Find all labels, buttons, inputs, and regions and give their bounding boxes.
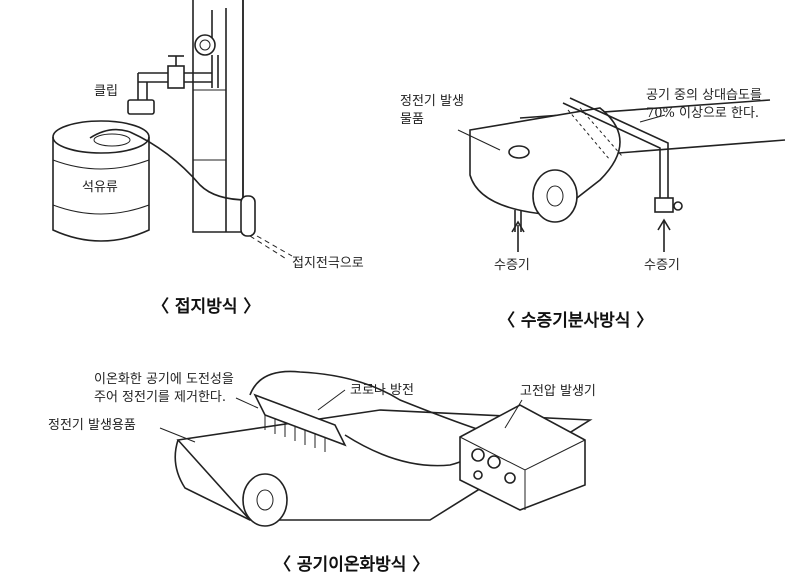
- ionizer-note-line2: 주어 정전기를 제거한다.: [94, 390, 226, 405]
- ionizer-note-line1: 이온화한 공기에 도전성을: [94, 372, 234, 387]
- clip-label: 클립: [94, 84, 118, 99]
- spray-pipe: [562, 97, 669, 200]
- steam-caption: 〈 수증기분사방식 〉: [498, 311, 654, 331]
- hv-cable: [249, 370, 481, 431]
- ground-terminal: [240, 195, 256, 237]
- ionizer-illustration: [159, 370, 593, 527]
- ionizer-caption: 〈 공기이온화방식 〉: [274, 555, 430, 575]
- earth-lead: [249, 235, 289, 261]
- drum-top: [52, 120, 150, 154]
- pressure-gauge-icon: [194, 34, 216, 56]
- clip: [89, 128, 131, 139]
- hv-generator-box: [459, 404, 586, 511]
- steam-nozzle: [654, 197, 674, 213]
- steam-left-label: 수증기: [494, 258, 530, 273]
- ionizer-roll: [242, 473, 288, 527]
- humidity-note-line2: 70% 이상으로 한다.: [646, 106, 760, 121]
- belt-roll: [532, 169, 578, 223]
- oil-drum: [52, 137, 150, 242]
- drum-label: 석유류: [82, 180, 118, 195]
- hv-generator-label: 고전압 발생기: [520, 384, 596, 399]
- dial-icon: [471, 448, 485, 462]
- steam-right-label: 수증기: [644, 258, 680, 273]
- corona-bar: [253, 393, 347, 447]
- charged-object-label-line2: 물품: [400, 112, 424, 127]
- grounding-illustration: [52, 0, 293, 261]
- ionizer-object-label: 정전기 발생용품: [48, 418, 136, 433]
- charged-object-label-line1: 정전기 발생: [400, 94, 464, 109]
- nozzle: [127, 99, 155, 115]
- corona-discharge-label: 코로나 방전: [350, 383, 414, 398]
- dial-icon: [504, 472, 516, 484]
- humidity-note-line1: 공기 중의 상대습도를: [646, 88, 762, 103]
- knob-icon: [473, 470, 483, 480]
- ground-wire: [129, 131, 249, 201]
- wall-pillar: [192, 0, 244, 233]
- steam-spray-illustration: [457, 97, 786, 252]
- grounding-caption: 〈 접지방식 〉: [152, 297, 261, 317]
- dial-icon: [487, 455, 501, 469]
- valve-body: [167, 65, 185, 89]
- earth-electrode-label: 접지전극으로: [292, 256, 364, 271]
